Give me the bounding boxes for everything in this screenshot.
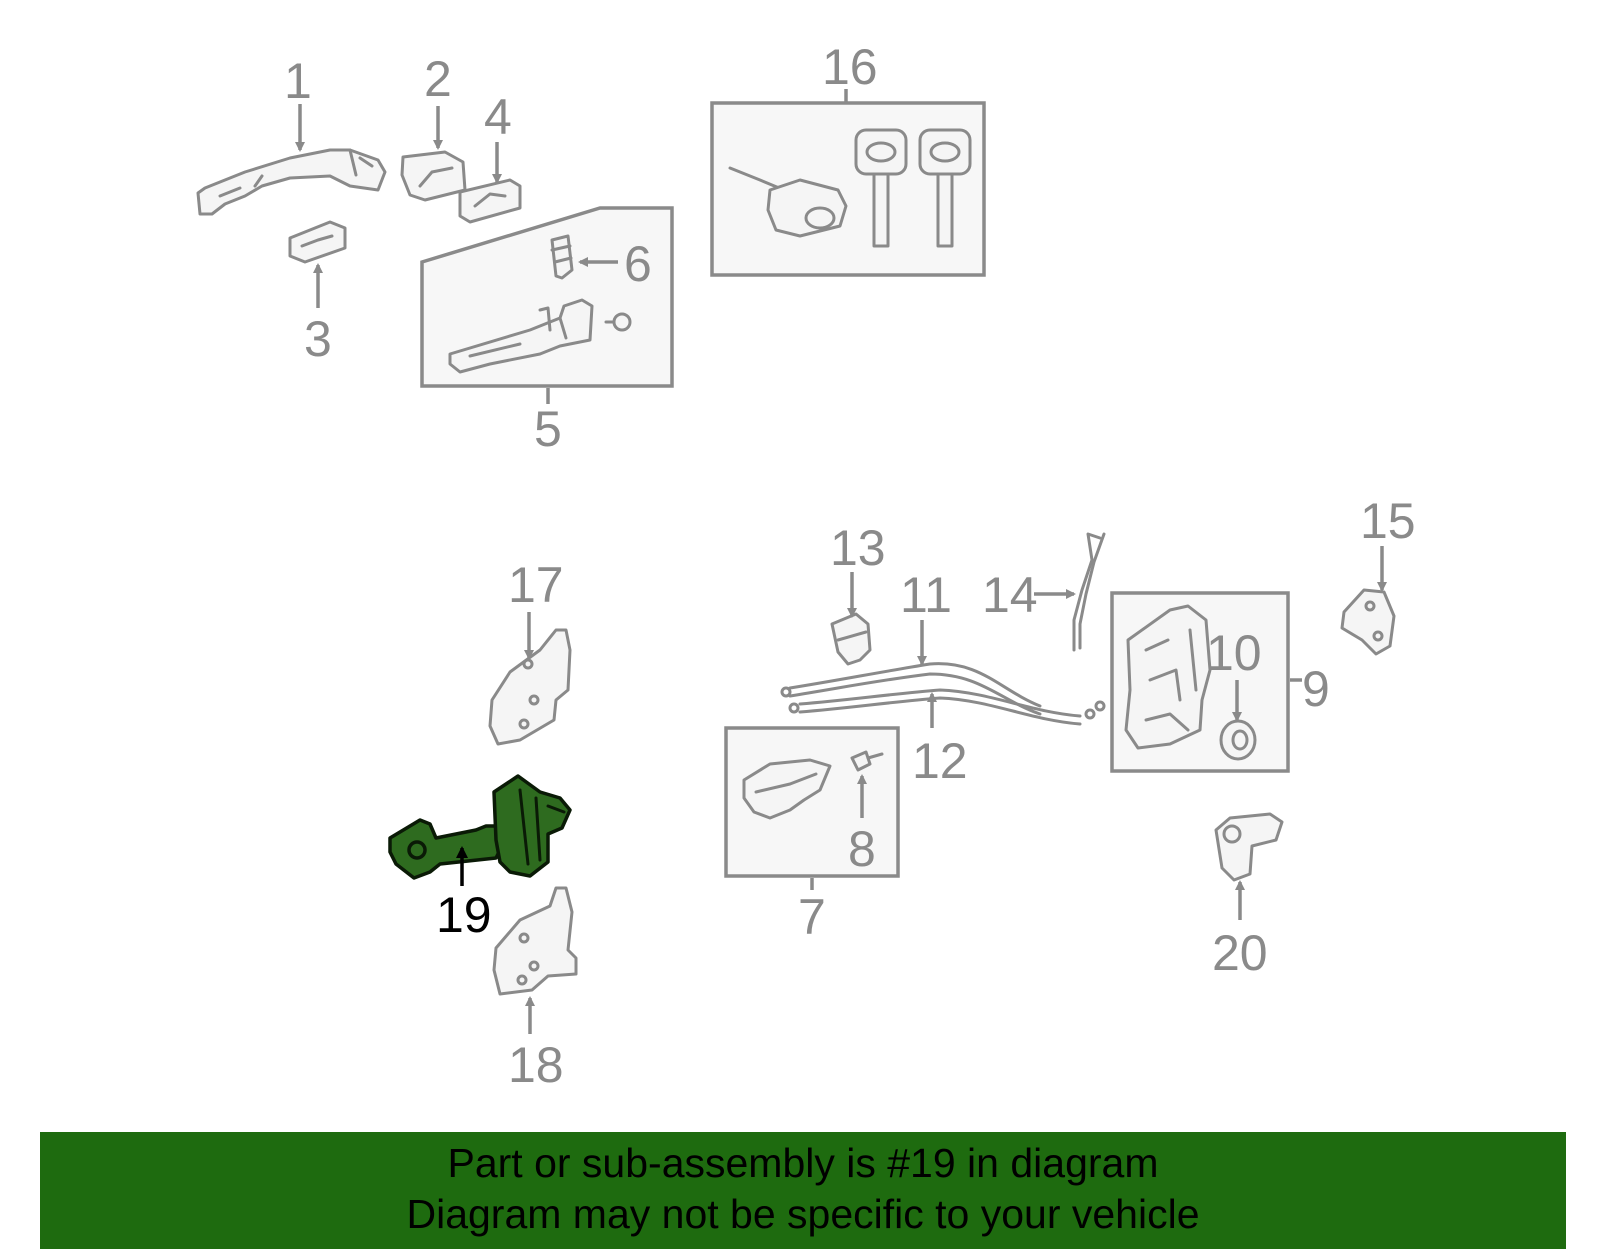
part-1-outside-handle[interactable] bbox=[196, 148, 387, 216]
callout-5: 5 bbox=[534, 401, 562, 457]
part-7-inside-handle[interactable] bbox=[742, 758, 832, 820]
callout-10: 10 bbox=[1206, 625, 1262, 681]
part-4-gasket[interactable] bbox=[458, 178, 522, 224]
callout-3: 3 bbox=[304, 311, 332, 367]
part-8-screw[interactable] bbox=[850, 750, 884, 772]
callout-4: 4 bbox=[484, 89, 512, 145]
part-10-grommet[interactable] bbox=[1219, 719, 1257, 761]
part-19-door-check-highlighted[interactable] bbox=[388, 774, 572, 880]
part-9-lock-actuator[interactable] bbox=[1124, 604, 1212, 750]
callout-11: 11 bbox=[900, 567, 952, 623]
callout-1: 1 bbox=[284, 53, 312, 109]
callout-14: 14 bbox=[982, 567, 1038, 623]
part-5-frame[interactable] bbox=[448, 298, 594, 374]
callout-8: 8 bbox=[848, 821, 876, 877]
part-5-screw[interactable] bbox=[604, 312, 632, 332]
part-2-handle-cover[interactable] bbox=[400, 150, 467, 202]
part-13-clip[interactable] bbox=[830, 612, 872, 666]
callout-20: 20 bbox=[1212, 925, 1268, 981]
banner-line-1: Part or sub-assembly is #19 in diagram bbox=[447, 1140, 1159, 1186]
part-20-courtesy-switch[interactable] bbox=[1214, 812, 1284, 882]
callout-6: 6 bbox=[624, 236, 652, 292]
banner-line-2: Diagram may not be specific to your vehi… bbox=[406, 1191, 1200, 1237]
callout-13: 13 bbox=[830, 520, 886, 576]
box-5-frame-assembly bbox=[420, 206, 674, 388]
part-6-bushing[interactable] bbox=[550, 234, 574, 280]
part-15-striker[interactable] bbox=[1340, 588, 1396, 656]
key-icon bbox=[854, 128, 908, 248]
callout-12: 12 bbox=[912, 733, 968, 789]
callout-2: 2 bbox=[424, 51, 452, 107]
key-icon bbox=[918, 128, 972, 248]
part-16-lock-cylinder[interactable] bbox=[728, 166, 848, 238]
callout-17: 17 bbox=[508, 557, 564, 613]
part-14-lock-rod[interactable] bbox=[1072, 532, 1106, 652]
callout-16: 16 bbox=[822, 39, 878, 95]
callout-18: 18 bbox=[508, 1037, 564, 1093]
info-banner: Part or sub-assembly is #19 in diagram D… bbox=[40, 1132, 1566, 1249]
callout-19: 19 bbox=[436, 887, 492, 943]
callout-9: 9 bbox=[1302, 661, 1330, 717]
part-18-lower-hinge[interactable] bbox=[492, 886, 578, 996]
callout-7: 7 bbox=[798, 889, 826, 945]
part-11-12-cables[interactable] bbox=[780, 662, 1106, 726]
part-3-pad[interactable] bbox=[288, 220, 347, 264]
part-17-upper-hinge[interactable] bbox=[488, 628, 572, 746]
callout-15: 15 bbox=[1360, 493, 1416, 549]
